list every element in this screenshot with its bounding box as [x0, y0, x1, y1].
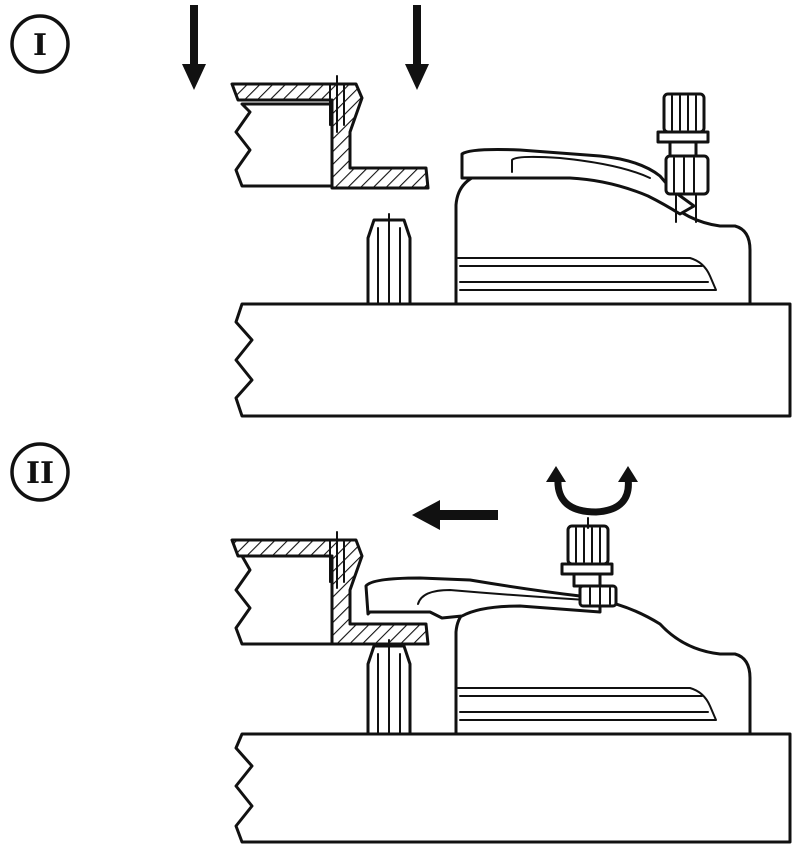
- screw-1-top: [329, 75, 345, 133]
- clamp-body-2: [454, 594, 752, 736]
- step-2: II: [10, 442, 792, 844]
- base-plate-2: [234, 732, 792, 844]
- rotate-knob-arrow: [546, 466, 638, 516]
- press-down-arrow-left: [182, 5, 206, 90]
- base-plate-1: [234, 302, 792, 418]
- locating-pin-2: [366, 639, 412, 736]
- clamp-lever-1: [460, 148, 696, 216]
- clamp-lever-2: [364, 576, 602, 620]
- workpiece-2: [230, 531, 430, 646]
- step-1-number: I: [33, 28, 47, 63]
- knurled-knob-2: [560, 517, 618, 608]
- clamp-body-1: [454, 166, 752, 306]
- knurled-knob-1: [656, 92, 710, 223]
- step-1-badge: I: [10, 14, 70, 74]
- step-1: I: [10, 5, 792, 418]
- step-2-number: II: [26, 456, 54, 491]
- workpiece-1: [230, 75, 430, 190]
- press-down-arrow-right: [405, 5, 429, 90]
- locating-pin-1: [366, 213, 412, 306]
- screw-2-top: [329, 531, 345, 589]
- slide-left-arrow: [412, 500, 498, 530]
- step-2-badge: II: [10, 442, 70, 502]
